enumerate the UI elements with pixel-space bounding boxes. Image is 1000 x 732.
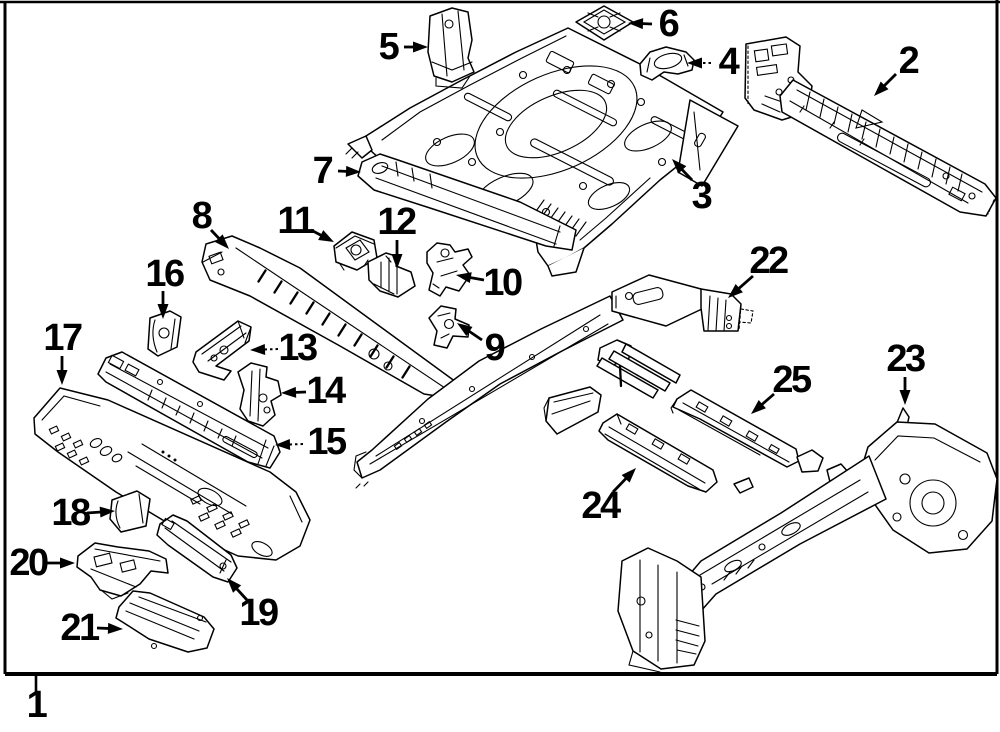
part-5-drawing [427,7,475,89]
part-17-drawing [33,387,311,561]
part-number-24: 24 [581,485,621,527]
part-number-21: 21 [60,607,100,649]
part-14-drawing [237,362,282,427]
callout-3: 3 [672,159,714,217]
part-number-23: 23 [886,338,925,380]
callout-12: 12 [377,201,418,269]
part-number-20: 20 [9,542,48,584]
part-number-9: 9 [485,327,505,369]
callout-6: 6 [628,3,681,45]
callout-24: 24 [581,468,636,527]
callout-10: 10 [456,262,524,304]
part-21-drawing [115,590,215,653]
part-22-drawing [353,274,754,489]
part-number-18: 18 [51,492,90,534]
part-15-drawing [97,351,281,469]
part-number-10: 10 [483,262,522,304]
callout-11: 11 [277,200,334,242]
callout-18: 18 [51,492,115,534]
part-number-12: 12 [377,201,416,243]
part-7-drawing [357,153,577,251]
part-number-19: 19 [239,592,278,634]
part-4-drawing [639,46,695,81]
callout-5: 5 [379,26,428,68]
part-number-17: 17 [43,317,82,359]
part-number-11: 11 [277,200,315,242]
part-13-drawing [192,320,252,381]
callout-1: 1 [27,674,50,726]
callout-23: 23 [886,338,927,405]
part-number-14: 14 [306,370,346,412]
part-number-22: 22 [749,240,788,282]
part-24-drawing [598,413,718,493]
part-number-15: 15 [307,421,347,463]
callout-21: 21 [60,607,123,649]
callout-16: 16 [145,253,186,319]
callout-4: 4 [687,41,742,83]
part-number-5: 5 [379,26,400,68]
callout-7: 7 [313,150,361,192]
frame-border [0,0,1000,676]
callout-2: 2 [874,40,921,96]
callout-14: 14 [281,370,348,412]
part-18-drawing [109,490,151,533]
part-10-drawing [426,242,473,297]
part-number-13: 13 [278,327,317,369]
part-6-drawing [575,5,634,41]
part-number-1: 1 [27,684,48,726]
callout-15: 15 [275,421,349,463]
part-number-25: 25 [772,359,812,401]
callout-13: 13 [250,327,319,369]
part-number-3: 3 [692,175,712,217]
callout-20: 20 [9,542,75,584]
callout-17: 17 [43,317,84,385]
part-number-16: 16 [145,253,184,295]
part-number-8: 8 [192,195,212,237]
part-2-drawing [744,36,997,217]
part-9-drawing [428,305,470,349]
callout-9: 9 [457,323,507,369]
callout-22: 22 [728,240,790,298]
part-number-4: 4 [719,41,740,83]
callout-25: 25 [751,359,814,414]
callout-8: 8 [192,195,229,249]
part-number-6: 6 [659,3,679,45]
part-12-drawing [367,252,416,298]
part-8-drawing [201,235,457,399]
part-16-drawing [147,310,182,357]
part-19-drawing [156,514,238,583]
callout-19: 19 [227,578,280,634]
part-20-drawing [76,542,169,600]
part-23-drawing [617,407,998,673]
part-number-7: 7 [313,150,333,192]
part-number-2: 2 [899,40,919,82]
